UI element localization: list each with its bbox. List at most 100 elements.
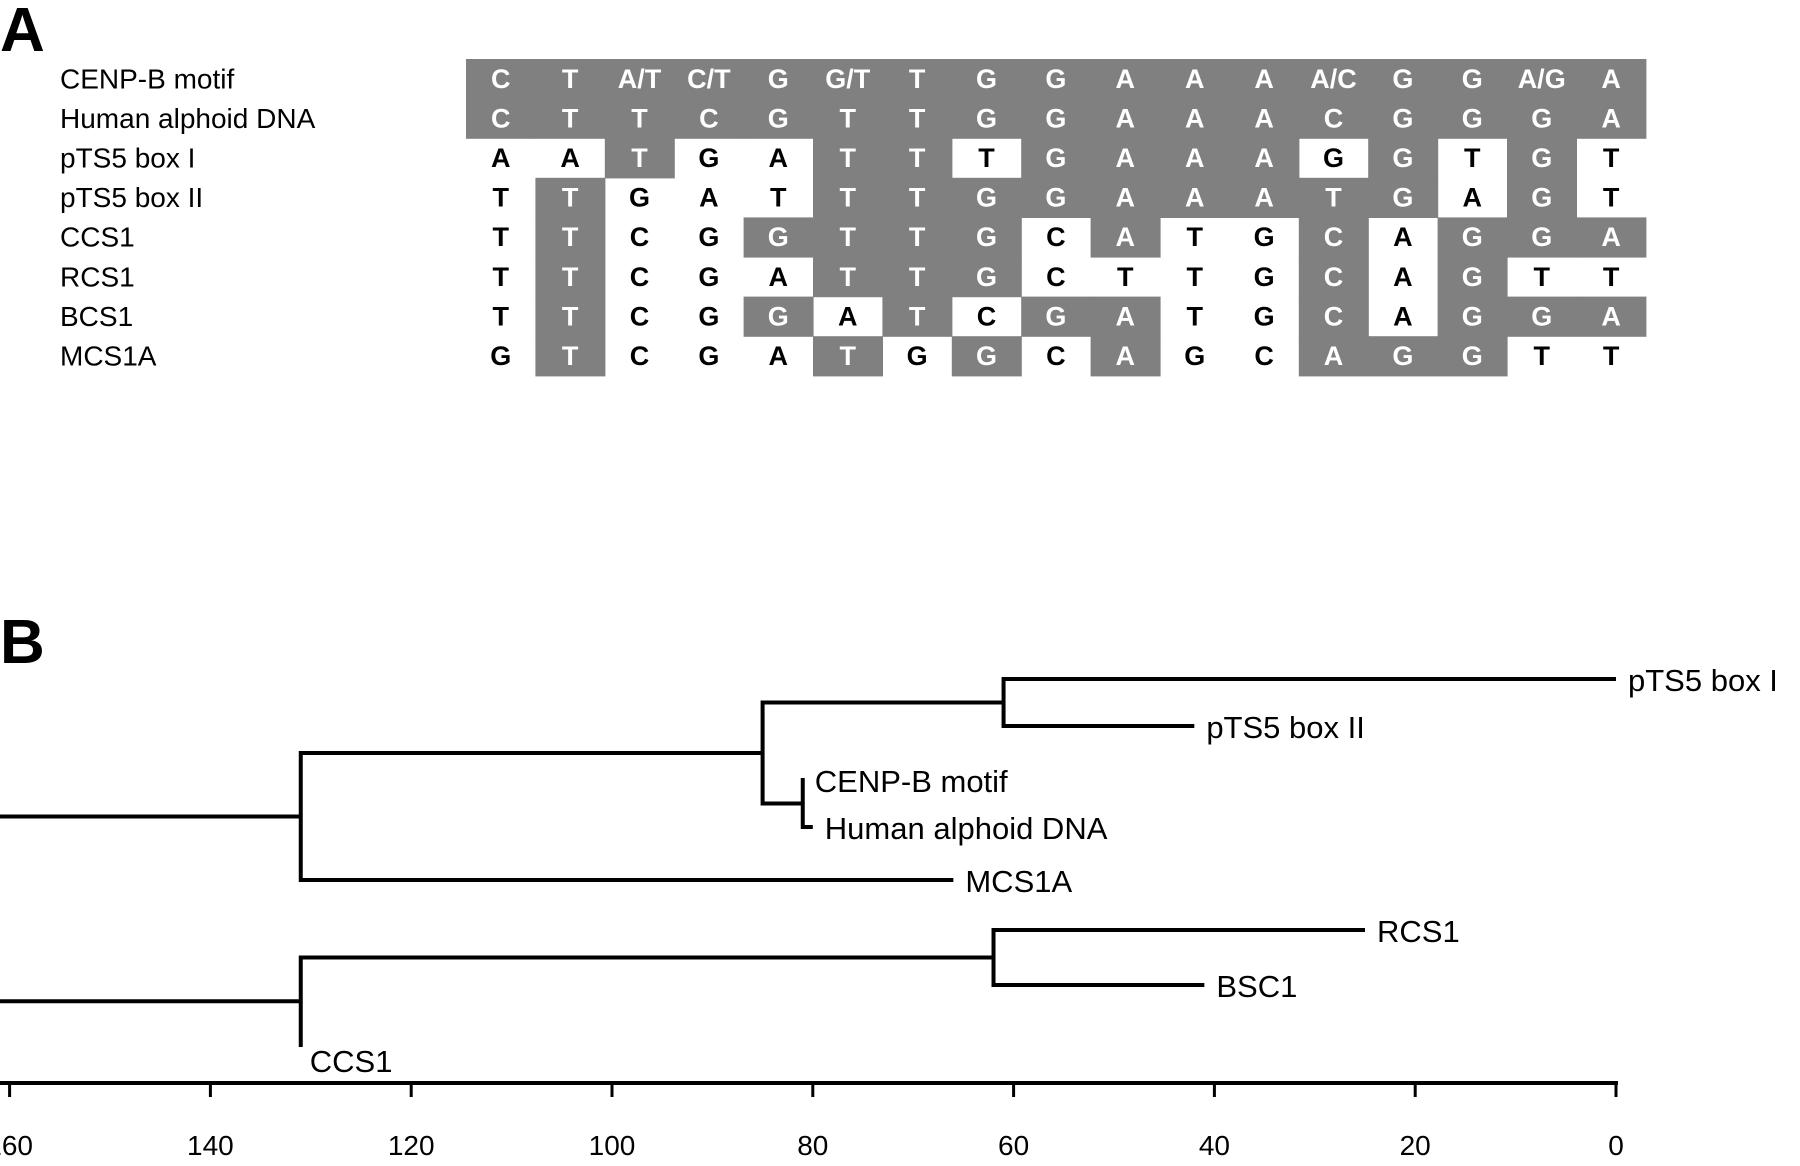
shaded-cell [1090,336,1161,377]
base-letter: A [1601,301,1621,331]
leaf-label: RCS1 [1377,914,1460,949]
base-letter: A [1185,64,1205,94]
base-letter: T [1186,222,1203,252]
shaded-cell [1437,59,1508,100]
base-letter: T [562,222,579,252]
base-letter: C [1046,341,1066,371]
shaded-cell [604,98,675,139]
shaded-cell [1021,296,1092,337]
shaded-cell [882,257,953,298]
shaded-cell [674,98,745,139]
base-letter: A [560,143,580,173]
shaded-cell [604,138,675,179]
panel-b-label: B [0,608,45,677]
shaded-cell [743,59,814,100]
base-letter: A [1601,222,1621,252]
scale-tick-label: 100 [589,1130,636,1161]
shaded-cell [1507,59,1577,100]
base-letter: C [1254,341,1274,371]
shaded-cell [882,217,953,258]
base-letter: G [698,341,719,371]
base-letter: G [768,64,789,94]
base-letter: T [492,183,509,213]
shaded-cell [604,59,675,100]
base-letter: T [839,183,856,213]
base-letter: T [909,143,926,173]
sequence-label: pTS5 box II [60,182,203,213]
shaded-cell [1368,98,1439,139]
base-letter: C [1324,222,1344,252]
scale-tick-label: 160 [0,1130,33,1161]
base-letter: A [1116,103,1136,133]
base-letter: T [631,103,648,133]
leaf-label: BSC1 [1216,969,1297,1004]
shaded-cell [1298,59,1369,100]
shaded-cell [1507,138,1577,179]
shaded-cell [1576,296,1647,337]
base-letter: T [1603,262,1620,292]
scale-tick-label: 120 [388,1130,435,1161]
scale-tick-label: 0 [1608,1130,1624,1161]
shaded-cell [535,257,606,298]
shaded-cell [743,296,814,337]
shaded-cell [813,177,883,218]
shaded-cell [882,59,953,100]
base-letter: T [562,103,579,133]
base-letter: A [1254,64,1274,94]
base-letter: A [1116,222,1136,252]
shaded-cell [813,257,883,298]
base-letter: G [1462,262,1483,292]
shaded-cell [1160,177,1230,218]
shaded-cell [1368,177,1439,218]
base-letter: G [1462,64,1483,94]
shaded-cell [1021,177,1092,218]
base-letter: T [1186,301,1203,331]
base-letter: C [491,103,511,133]
shaded-cell [1298,257,1369,298]
base-letter: T [909,103,926,133]
base-letter: G [698,262,719,292]
base-letter: T [978,143,995,173]
shaded-cell [951,98,1022,139]
shaded-cell [882,177,953,218]
base-letter: C [699,103,719,133]
base-letter: G [629,183,650,213]
shaded-cell [1021,138,1092,179]
shaded-cell [1298,217,1369,258]
base-letter: T [770,183,787,213]
scale-tick-label: 60 [998,1130,1029,1161]
shaded-cell [535,59,606,100]
base-letter: G [1392,64,1413,94]
base-letter: C [1046,222,1066,252]
base-letter: G [976,103,997,133]
base-letter: G [976,222,997,252]
shaded-cell [1368,336,1439,377]
shaded-cell [535,177,606,218]
base-letter: G [976,341,997,371]
base-letter: T [1603,183,1620,213]
base-letter: C [630,301,650,331]
sequence-label: CENP-B motif [60,63,234,94]
base-letter: T [909,64,926,94]
base-letter: G [1045,143,1066,173]
leaf-label: CCS1 [310,1044,393,1079]
shaded-cell [813,217,883,258]
base-letter: C [1324,103,1344,133]
shaded-cell [1368,138,1439,179]
shaded-cell [1298,98,1369,139]
scale-tick-label: 80 [797,1130,828,1161]
base-letter: G [976,64,997,94]
base-letter: A [838,301,858,331]
base-letter: A/G [1518,64,1566,94]
shaded-cell [1437,296,1508,337]
base-letter: G [1392,183,1413,213]
base-letter: G [698,301,719,331]
base-letter: G [976,183,997,213]
base-letter: A [1116,301,1136,331]
sequence-label: MCS1A [60,341,157,372]
base-letter: T [839,222,856,252]
base-letter: A [699,183,719,213]
